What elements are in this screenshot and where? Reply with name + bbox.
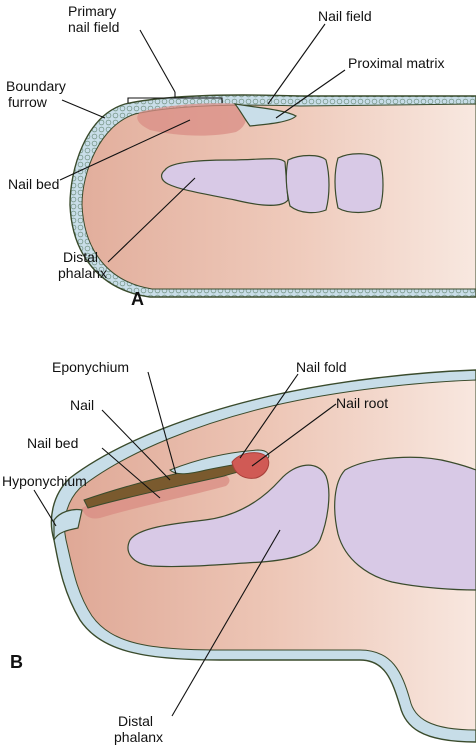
distal-phalanx-a bbox=[161, 158, 289, 206]
label-distal-phalanx-b-l1: Distal bbox=[118, 713, 153, 729]
label-nail-field: Nail field bbox=[318, 8, 372, 24]
label-nail-root: Nail root bbox=[336, 395, 388, 411]
leader-nail-bed-a bbox=[59, 119, 191, 181]
label-distal-phalanx-b-l2: phalanx bbox=[114, 729, 163, 745]
leader-proximal-matrix bbox=[275, 69, 346, 119]
proximal-matrix bbox=[233, 103, 297, 127]
leader-eponychium bbox=[147, 371, 177, 475]
hyponychium bbox=[53, 508, 83, 541]
leader-nail-fold bbox=[239, 373, 299, 459]
label-distal-phalanx-a-l1: Distal bbox=[63, 249, 98, 265]
leader-primary-nail-field bbox=[139, 29, 176, 93]
primary-nail-field-bracket bbox=[127, 92, 223, 103]
panel-letter-b: B bbox=[10, 652, 23, 672]
label-eponychium: Eponychium bbox=[52, 359, 129, 375]
label-distal-phalanx-a-l2: phalanx bbox=[58, 265, 107, 281]
label-primary-nail-field-l1: Primary bbox=[68, 3, 116, 19]
leader-distal-phalanx-b bbox=[171, 529, 281, 717]
proximal-phalanx-a bbox=[334, 153, 384, 214]
panel-b: Eponychium Nail fold Nail Nail root Nail… bbox=[2, 359, 476, 745]
label-hyponychium: Hyponychium bbox=[2, 473, 87, 489]
leader-nail-root bbox=[251, 403, 337, 467]
nail-bed-b bbox=[82, 472, 230, 519]
primary-nail-field bbox=[137, 103, 247, 136]
leader-nail-field bbox=[267, 23, 326, 105]
leader-boundary-furrow bbox=[61, 99, 106, 119]
leader-nail-bed-b bbox=[101, 447, 161, 499]
middle-phalanx-a bbox=[285, 154, 330, 214]
distal-phalanx-b bbox=[127, 464, 330, 568]
label-nail-bed-b: Nail bed bbox=[27, 435, 78, 451]
middle-phalanx-b bbox=[334, 456, 476, 591]
label-boundary-furrow-l2: furrow bbox=[8, 94, 48, 110]
panel-letter-a: A bbox=[131, 289, 144, 309]
leader-hyponychium bbox=[33, 489, 57, 527]
leader-nail bbox=[101, 409, 171, 481]
label-primary-nail-field-l2: nail field bbox=[68, 19, 119, 35]
label-nail-bed-a: Nail bed bbox=[8, 176, 59, 192]
label-proximal-matrix: Proximal matrix bbox=[348, 55, 444, 71]
label-boundary-furrow-l1: Boundary bbox=[6, 78, 66, 94]
nail-root-b bbox=[231, 452, 270, 479]
panel-a: Primary nail field Nail field Proximal m… bbox=[6, 3, 476, 309]
leader-distal-phalanx-a bbox=[107, 177, 196, 263]
label-nail-fold: Nail fold bbox=[296, 359, 347, 375]
label-nail: Nail bbox=[70, 397, 94, 413]
